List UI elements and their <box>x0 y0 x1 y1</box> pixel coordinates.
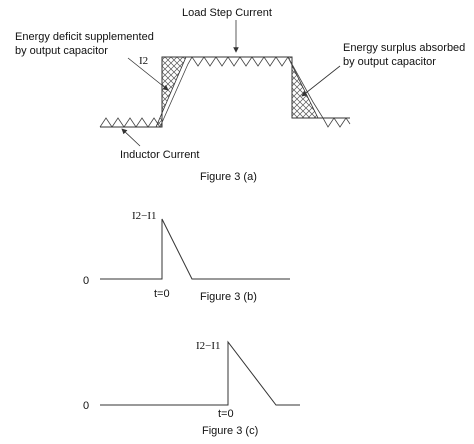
figure-c-t0-label: t=0 <box>218 408 234 420</box>
figure-c-zero-label: 0 <box>83 400 89 412</box>
inductor-current-arrow <box>121 128 141 147</box>
figure-c-waveform <box>100 340 300 406</box>
figure-c: I2−I1 0 t=0 Figure 3 (c) <box>83 340 300 437</box>
figure-b-delta-label: I2−I1 <box>132 210 157 222</box>
figure-c-delta-label: I2−I1 <box>196 340 221 352</box>
figure-c-caption: Figure 3 (c) <box>202 425 258 437</box>
energy-surplus-label-line1: Energy surplus absorbed <box>343 42 465 54</box>
figure-b-caption: Figure 3 (b) <box>200 291 257 303</box>
inductor-current-label: Inductor Current <box>120 149 199 161</box>
inductor-current-line <box>99 56 351 128</box>
figure-b-zero-label: 0 <box>83 275 89 287</box>
figure-b: I2−I1 0 t=0 Figure 3 (b) <box>83 210 290 303</box>
energy-deficit-arrow <box>127 57 169 91</box>
energy-deficit-region <box>155 56 187 128</box>
energy-deficit-label-line2: by output capacitor <box>15 45 108 57</box>
energy-surplus-label-line2: by output capacitor <box>343 56 436 68</box>
figure-a-caption: Figure 3 (a) <box>200 171 257 183</box>
load-step-current-line <box>100 56 350 128</box>
figure-a: Load Step Current Energy deficit supplem… <box>15 7 465 183</box>
load-step-current-label: Load Step Current <box>182 7 272 19</box>
figure-b-t0-label: t=0 <box>154 288 170 300</box>
figure-b-waveform <box>100 218 290 280</box>
energy-deficit-label-line1: Energy deficit supplemented <box>15 31 154 43</box>
label-i2: I2 <box>139 55 148 67</box>
energy-surplus-arrow <box>301 65 341 97</box>
